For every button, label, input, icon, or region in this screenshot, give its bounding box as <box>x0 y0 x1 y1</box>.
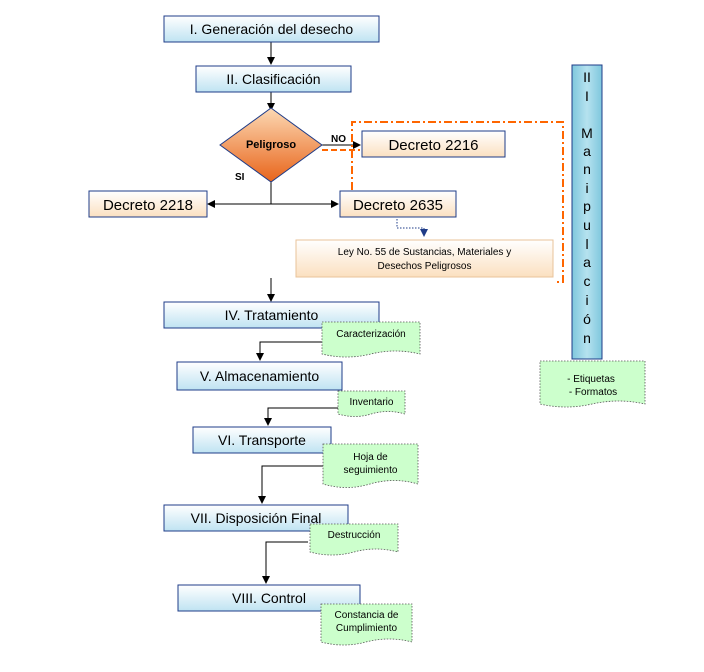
decree-2635-label: Decreto 2635 <box>353 197 443 214</box>
doc-hoja-line1: Hoja de <box>353 452 388 463</box>
stage-almacenamiento-label: V. Almacenamiento <box>200 368 320 384</box>
doc-destruccion-label: Destrucción <box>328 530 381 541</box>
decree-2218-label: Decreto 2218 <box>103 197 193 214</box>
stage-control-label: VIII. Control <box>232 590 306 606</box>
manipulacion-letter: u <box>583 217 591 233</box>
decision-si-label: SI <box>235 172 245 183</box>
doc-constancia-line2: Cumplimiento <box>336 623 398 634</box>
manipulacion-letter: n <box>583 330 591 346</box>
doc-inventario-label: Inventario <box>350 397 394 408</box>
stage-clasificacion: II. Clasificación <box>195 65 352 93</box>
doc-formatos-label: - Formatos <box>569 387 617 398</box>
stage-tratamiento-label: IV. Tratamiento <box>225 307 319 323</box>
law-line2: Desechos Peligrosos <box>378 261 472 272</box>
doc-etiquetas-label: - Etiquetas <box>567 374 615 385</box>
manipulacion-letter: i <box>585 180 588 196</box>
stage-generacion: I. Generación del desecho <box>163 15 380 43</box>
decree-2218: Decreto 2218 <box>88 190 208 218</box>
manipulacion-letter: a <box>583 143 591 159</box>
decision-no-label: NO <box>331 134 346 145</box>
manipulacion-letter: p <box>583 198 591 214</box>
manipulation-bracket <box>351 121 564 283</box>
doc-hoja-seguimiento: Hoja de seguimiento <box>322 443 419 488</box>
doc-inventario: Inventario <box>337 390 406 417</box>
doc-caracterizacion-label: Caracterización <box>336 329 405 340</box>
stage-disposicion-label: VII. Disposición Final <box>191 510 322 526</box>
stage-transporte-label: VI. Transporte <box>218 432 306 448</box>
doc-etiquetas-formatos: - Etiquetas - Formatos <box>539 360 646 408</box>
stage-transporte: VI. Transporte <box>192 426 332 454</box>
doc-constancia-line1: Constancia de <box>335 610 399 621</box>
doc-caracterizacion: Caracterización <box>321 321 421 358</box>
stage-clasificacion-label: II. Clasificación <box>226 71 320 87</box>
law-55: Ley No. 55 de Sustancias, Materiales y D… <box>295 239 554 278</box>
law-connector <box>396 219 428 237</box>
decree-2216: Decreto 2216 <box>361 130 506 158</box>
manipulacion-letter: I <box>585 88 589 104</box>
stage-generacion-label: I. Generación del desecho <box>190 21 354 37</box>
decision-label: Peligroso <box>246 139 296 151</box>
decision-peligroso: Peligroso <box>219 107 323 183</box>
manipulacion-letter: ó <box>583 311 591 327</box>
manipulacion-letter: a <box>583 254 591 270</box>
connectors <box>207 42 361 584</box>
stage-almacenamiento: V. Almacenamiento <box>176 361 343 391</box>
manipulacion-letter: l <box>585 236 588 252</box>
manipulacion-letter: c <box>584 273 591 289</box>
law-line1: Ley No. 55 de Sustancias, Materiales y <box>338 247 511 258</box>
decree-2216-label: Decreto 2216 <box>388 137 478 154</box>
manipulacion-letter: M <box>581 125 593 141</box>
manipulacion-letter: i <box>585 292 588 308</box>
stage-disposicion: VII. Disposición Final <box>163 504 349 532</box>
doc-constancia: Constancia de Cumplimiento <box>320 603 413 646</box>
doc-destruccion: Destrucción <box>309 523 399 556</box>
decree-2635: Decreto 2635 <box>339 190 457 218</box>
doc-hoja-line2: seguimiento <box>344 465 398 476</box>
manipulacion-letter: II <box>583 69 591 85</box>
manipulacion-letter: n <box>583 161 591 177</box>
